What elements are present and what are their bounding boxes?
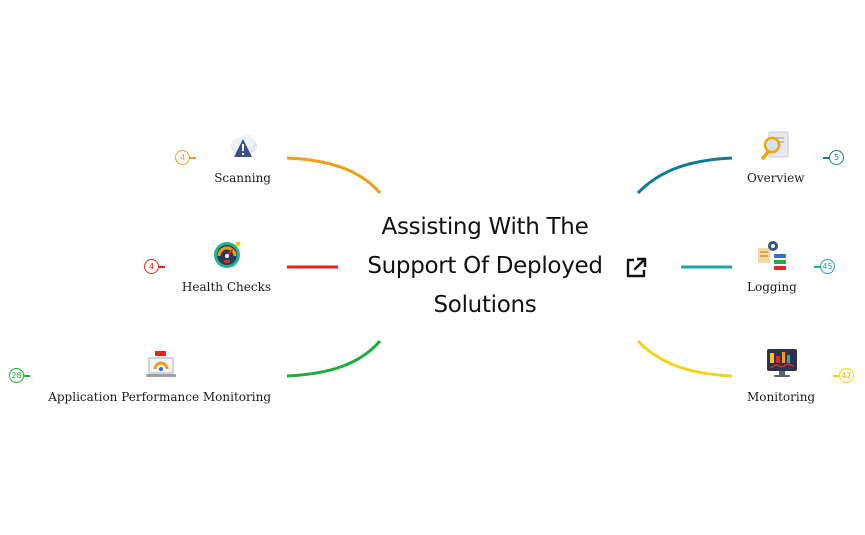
- badge-tick-scanning: [190, 157, 196, 159]
- central-topic-line-2: Support Of Deployed: [367, 253, 603, 279]
- laptop-dashboard-icon: [145, 348, 177, 380]
- connector-apm: [286, 340, 382, 378]
- count-badge-overview[interactable]: 5: [829, 150, 844, 165]
- node-label-monitoring[interactable]: Monitoring: [747, 390, 816, 404]
- central-topic[interactable]: Assisting With The Support Of Deployed S…: [355, 208, 615, 325]
- count-badge-health-checks[interactable]: 4: [144, 259, 159, 274]
- monitor-chart-icon: [766, 347, 798, 379]
- log-settings-icon: [756, 239, 788, 271]
- central-topic-line-1: Assisting With The: [381, 214, 589, 240]
- node-label-apm[interactable]: Application Performance Monitoring: [48, 390, 271, 404]
- node-label-health-checks[interactable]: Health Checks: [181, 280, 271, 294]
- connector-overview: [636, 156, 733, 195]
- magnifier-document-icon: [760, 130, 792, 162]
- node-label-logging[interactable]: Logging: [747, 280, 797, 294]
- external-link-icon[interactable]: [623, 255, 649, 281]
- connector-scanning: [286, 156, 382, 194]
- count-badge-monitoring[interactable]: 42: [839, 368, 854, 383]
- node-label-scanning[interactable]: Scanning: [214, 171, 271, 185]
- warning-cloud-icon: [227, 130, 259, 162]
- central-topic-line-3: Solutions: [433, 292, 537, 318]
- badge-tick-apm: [24, 375, 30, 377]
- count-badge-logging[interactable]: 45: [820, 259, 835, 274]
- badge-tick-health-checks: [159, 266, 165, 268]
- count-badge-apm[interactable]: 28: [9, 368, 24, 383]
- node-label-overview[interactable]: Overview: [747, 171, 805, 185]
- badge-tick-monitoring: [833, 375, 839, 377]
- badge-tick-overview: [823, 157, 829, 159]
- count-badge-scanning[interactable]: 4: [175, 150, 190, 165]
- speedometer-icon: [212, 239, 244, 271]
- connector-monitoring: [636, 339, 733, 378]
- badge-tick-logging: [814, 266, 820, 268]
